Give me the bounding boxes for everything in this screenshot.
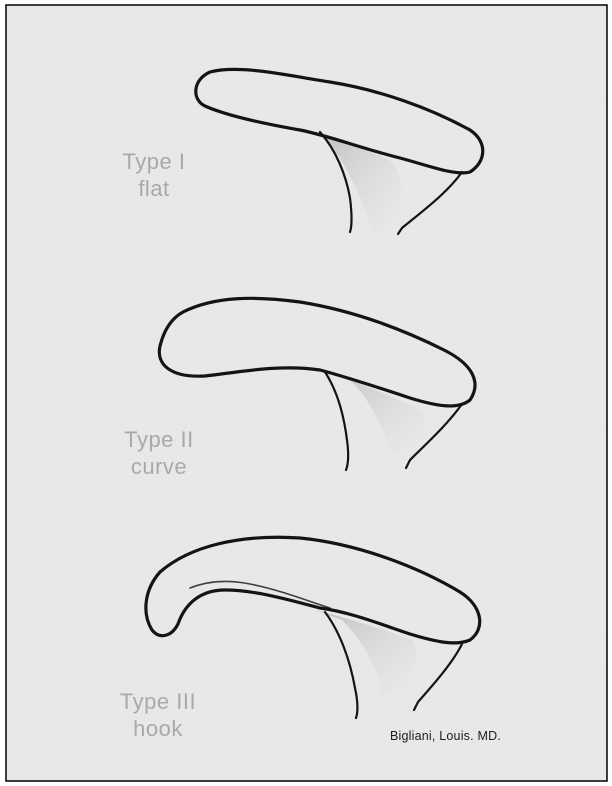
illustration-credit: Bigliani, Louis. MD. — [390, 729, 501, 743]
type-3-name: Type III — [100, 688, 216, 715]
type-2-shape: curve — [104, 453, 214, 480]
type-1-name: Type I — [108, 148, 200, 175]
type-3-label: Type III hook — [100, 688, 216, 742]
paper-texture — [6, 5, 607, 781]
type-2-name: Type II — [104, 426, 214, 453]
type-2-label: Type II curve — [104, 426, 214, 480]
type-1-shape: flat — [108, 175, 200, 202]
type-3-shape: hook — [100, 715, 216, 742]
type-1-label: Type I flat — [108, 148, 200, 202]
